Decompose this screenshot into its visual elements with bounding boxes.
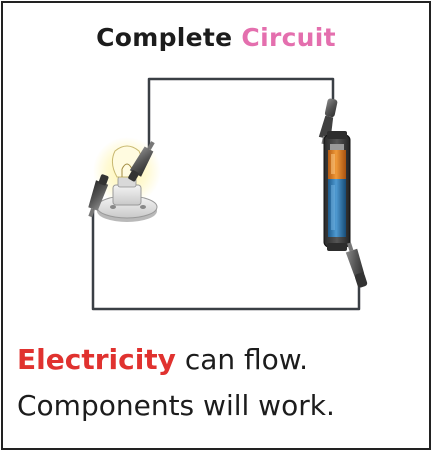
clip-bulb-left — [88, 174, 109, 218]
circuit-diagram — [88, 77, 368, 311]
title-word-complete: Complete — [96, 23, 233, 52]
caption-highlight: Electricity — [17, 343, 176, 376]
caption-line-1-rest: can flow. — [175, 343, 309, 376]
bulb-holder — [96, 176, 158, 222]
circuit-card: Complete Circuit — [1, 1, 431, 450]
card-title: Complete Circuit — [3, 23, 429, 52]
title-word-circuit: Circuit — [241, 23, 336, 52]
clip-bulb-top — [128, 141, 155, 182]
battery-holder — [323, 131, 351, 251]
caption-line-2: Components will work. — [17, 389, 335, 422]
wire-loop — [91, 77, 361, 311]
clip-battery-bottom — [345, 242, 368, 288]
caption-line-1: Electricity can flow. — [17, 343, 308, 376]
